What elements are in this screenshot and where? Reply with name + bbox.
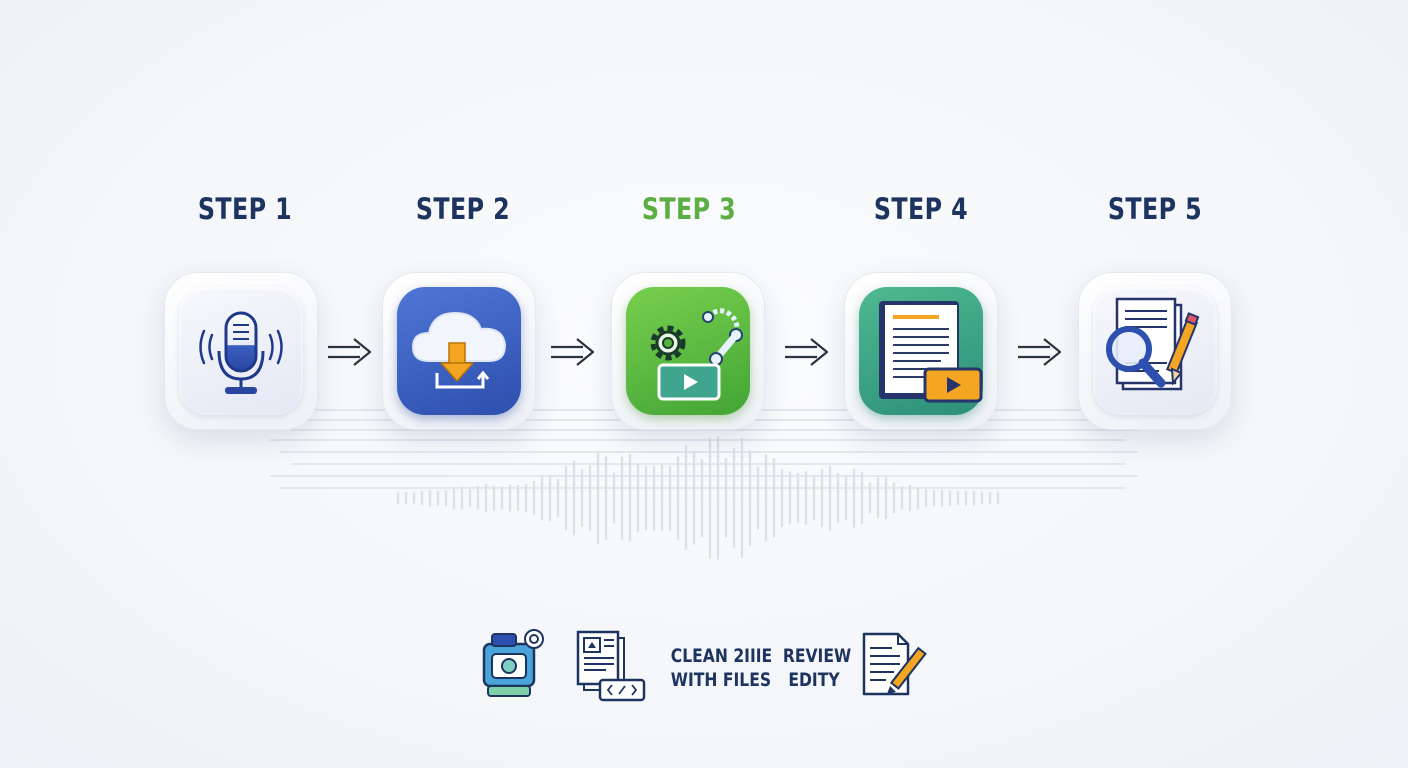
step-1-label: STEP 1 <box>197 192 293 226</box>
automation-gears-icon <box>650 308 743 401</box>
arrow-right-icon <box>328 338 372 366</box>
step-3-tile[interactable] <box>611 272 765 430</box>
camera-icon <box>482 629 544 697</box>
step-5-label: STEP 5 <box>1107 192 1203 226</box>
review-edit-label: REVIEW EDITY <box>782 644 852 692</box>
arrow-right-icon <box>1018 338 1062 366</box>
arrow-right-icon <box>785 338 829 366</box>
document-search-edit-icon <box>1106 297 1200 391</box>
arrow-right-icon <box>551 338 595 366</box>
step-2-label: STEP 2 <box>415 192 511 226</box>
document-code-icon <box>576 630 646 702</box>
clean-files-line-1: CLEAN 2IIIE <box>670 645 773 667</box>
clean-files-line-2: WITH FILES <box>670 669 772 691</box>
document-pencil-icon <box>862 632 927 696</box>
step-5-tile[interactable] <box>1078 272 1232 430</box>
clean-files-label: CLEAN 2IIIE WITH FILES <box>670 644 773 692</box>
step-4-label: STEP 4 <box>873 192 969 226</box>
document-video-icon <box>879 301 983 403</box>
step-4-tile[interactable] <box>844 272 998 430</box>
step-3-label: STEP 3 <box>641 192 737 226</box>
review-edit-line-1: REVIEW <box>782 645 852 667</box>
review-edit-line-2: EDITY <box>788 669 840 691</box>
step-1-tile[interactable] <box>164 272 318 430</box>
cloud-download-icon <box>411 311 507 389</box>
step-2-tile[interactable] <box>382 272 536 430</box>
microphone-icon <box>199 311 283 394</box>
